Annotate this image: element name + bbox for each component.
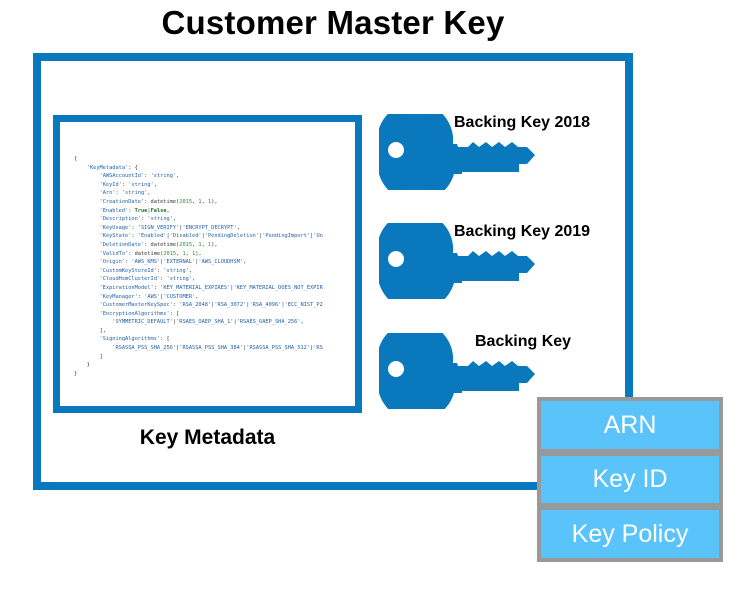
key-metadata-label: Key Metadata <box>139 426 276 449</box>
property-arn: ARN <box>537 397 723 453</box>
key-metadata-box: { 'KeyMetadata': { 'AWSAccountId': 'stri… <box>53 115 362 413</box>
key-icon <box>377 102 535 203</box>
backing-key-label: Backing Key <box>475 333 572 350</box>
property-key-policy: Key Policy <box>537 506 723 562</box>
backing-key-label: Backing Key 2019 <box>454 223 591 240</box>
backing-key-2018: Backing Key 2018 <box>377 102 590 203</box>
key-properties-stack: ARN Key ID Key Policy <box>537 397 723 562</box>
backing-key-2019: Backing Key 2019 <box>377 211 590 312</box>
key-metadata-code: { 'KeyMetadata': { 'AWSAccountId': 'stri… <box>74 156 323 377</box>
diagram-title: Customer Master Key <box>161 4 505 41</box>
key-icon <box>377 321 535 422</box>
key-icon <box>377 211 535 312</box>
backing-key-label: Backing Key 2018 <box>454 114 591 131</box>
backing-key-current: Backing Key <box>377 321 571 422</box>
property-key-id: Key ID <box>537 452 723 507</box>
